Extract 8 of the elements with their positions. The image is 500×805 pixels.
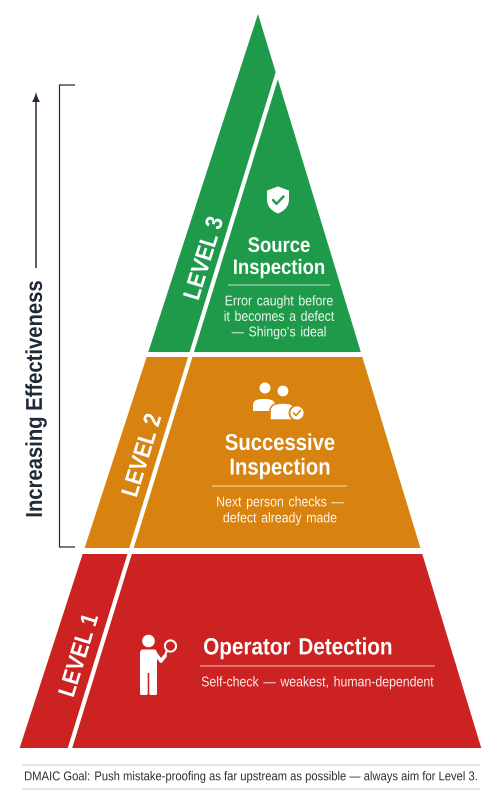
- node-label: Self-check — weakest, human-dependent: [202, 676, 434, 690]
- node-label: Next person checks — defect already made: [217, 496, 344, 526]
- node-label: Successive Inspection: [225, 433, 334, 480]
- caption: DMAIC Goal: Push mistake-proofing as far upstream as possible — always aim for Level 3.: [25, 771, 477, 783]
- side-label: Increasing Effectiveness: [25, 281, 47, 516]
- node-label: Operator Detection: [204, 637, 392, 660]
- level-band: LEVEL 2: [84, 357, 188, 548]
- level-band: LEVEL 1: [20, 554, 128, 748]
